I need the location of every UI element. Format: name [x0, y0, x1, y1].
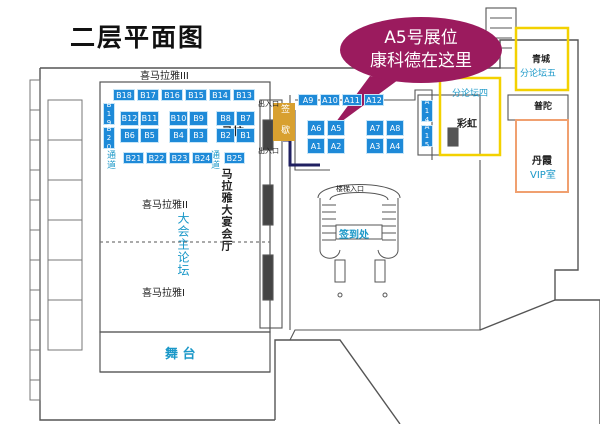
booth-b22[interactable]: B22	[146, 152, 167, 164]
himalaya1-label: 喜马拉雅I	[142, 288, 185, 299]
booth-b8[interactable]: B8	[216, 111, 235, 126]
booth-a7[interactable]: A7	[366, 120, 384, 136]
qingcheng-room	[514, 26, 570, 92]
booth-b7[interactable]: B7	[236, 111, 255, 126]
vip-label: VIP室	[530, 170, 556, 181]
booth-b12[interactable]: B12	[120, 111, 139, 126]
booth-b2[interactable]: B2	[216, 128, 235, 143]
checkin-area	[335, 224, 383, 240]
ballroom-label: 马拉雅大宴会厅	[220, 168, 233, 252]
booth-b15[interactable]: B15	[185, 89, 207, 101]
booth-b11[interactable]: B11	[140, 111, 159, 126]
qingcheng-label: 青城	[532, 55, 551, 65]
entrance-label-bottom: 出入口	[258, 147, 279, 155]
danxia-label: 丹霞	[532, 156, 552, 167]
booth-a1[interactable]: A1	[307, 138, 325, 154]
booth-b17[interactable]: B17	[137, 89, 159, 101]
himalaya2-label: 喜马拉雅II	[142, 200, 188, 211]
forum4-label: 分论坛四	[452, 89, 489, 99]
callout-line2: 康科德在这里	[370, 51, 472, 71]
staircase	[317, 184, 401, 298]
booth-b25[interactable]: B25	[224, 152, 245, 164]
booth-a12[interactable]: A12	[364, 94, 384, 106]
caihong-label: 彩虹	[457, 119, 477, 130]
callout-bubble: A5号展位 康科德在这里	[340, 17, 502, 83]
stage-label: 舞 台	[165, 347, 196, 362]
booth-b20[interactable]: B20	[103, 124, 115, 152]
booth-b21[interactable]: B21	[123, 152, 144, 164]
left-wall-details	[29, 79, 83, 401]
booth-a10[interactable]: A10	[320, 94, 340, 106]
aisle-label-right: 通道	[209, 150, 219, 170]
booth-a5[interactable]: A5	[327, 120, 345, 136]
booth-b5[interactable]: B5	[140, 128, 159, 143]
booth-a3[interactable]: A3	[366, 138, 384, 154]
sign-desk	[273, 103, 295, 141]
caihong-room	[438, 76, 502, 157]
booth-b3[interactable]: B3	[189, 128, 208, 143]
booth-b23[interactable]: B23	[169, 152, 190, 164]
putuo-label: 普陀	[534, 102, 553, 112]
stairs-label: 楼梯入口	[336, 185, 364, 193]
booth-b24[interactable]: B24	[192, 152, 213, 164]
booth-b9[interactable]: B9	[189, 111, 208, 126]
booth-a6[interactable]: A6	[307, 120, 325, 136]
booth-b16[interactable]: B16	[161, 89, 183, 101]
booth-b13[interactable]: B13	[233, 89, 255, 101]
booth-a4[interactable]: A4	[386, 138, 404, 154]
booth-b18[interactable]: B18	[113, 89, 135, 101]
booth-b10[interactable]: B10	[169, 111, 188, 126]
entrance-label-top: 出入口	[258, 100, 279, 108]
aisle-label-left: 通道	[105, 150, 115, 170]
booth-a2[interactable]: A2	[327, 138, 345, 154]
main-forum-label: 大会主论坛	[176, 212, 190, 277]
booth-a14[interactable]: A14	[421, 97, 433, 125]
booth-b6[interactable]: B6	[120, 128, 139, 143]
callout-line1: A5号展位	[384, 28, 458, 48]
danxia-room	[515, 119, 569, 193]
booth-b4[interactable]: B4	[169, 128, 188, 143]
page-title: 二层平面图	[70, 23, 206, 52]
booth-b19[interactable]: B19	[103, 100, 115, 128]
forum5-label: 分论坛五	[520, 69, 557, 79]
booth-a15[interactable]: A15	[421, 122, 433, 150]
booth-b14[interactable]: B14	[209, 89, 231, 101]
himalaya3-label: 喜马拉雅III	[140, 71, 189, 82]
booth-a8[interactable]: A8	[386, 120, 404, 136]
booth-a11[interactable]: A11	[342, 94, 362, 106]
booth-a9[interactable]: A9	[298, 94, 318, 106]
booth-b1[interactable]: B1	[236, 128, 255, 143]
checkin-label: 签到处	[339, 230, 369, 241]
sign-desk-label: 签 歇	[279, 104, 289, 135]
